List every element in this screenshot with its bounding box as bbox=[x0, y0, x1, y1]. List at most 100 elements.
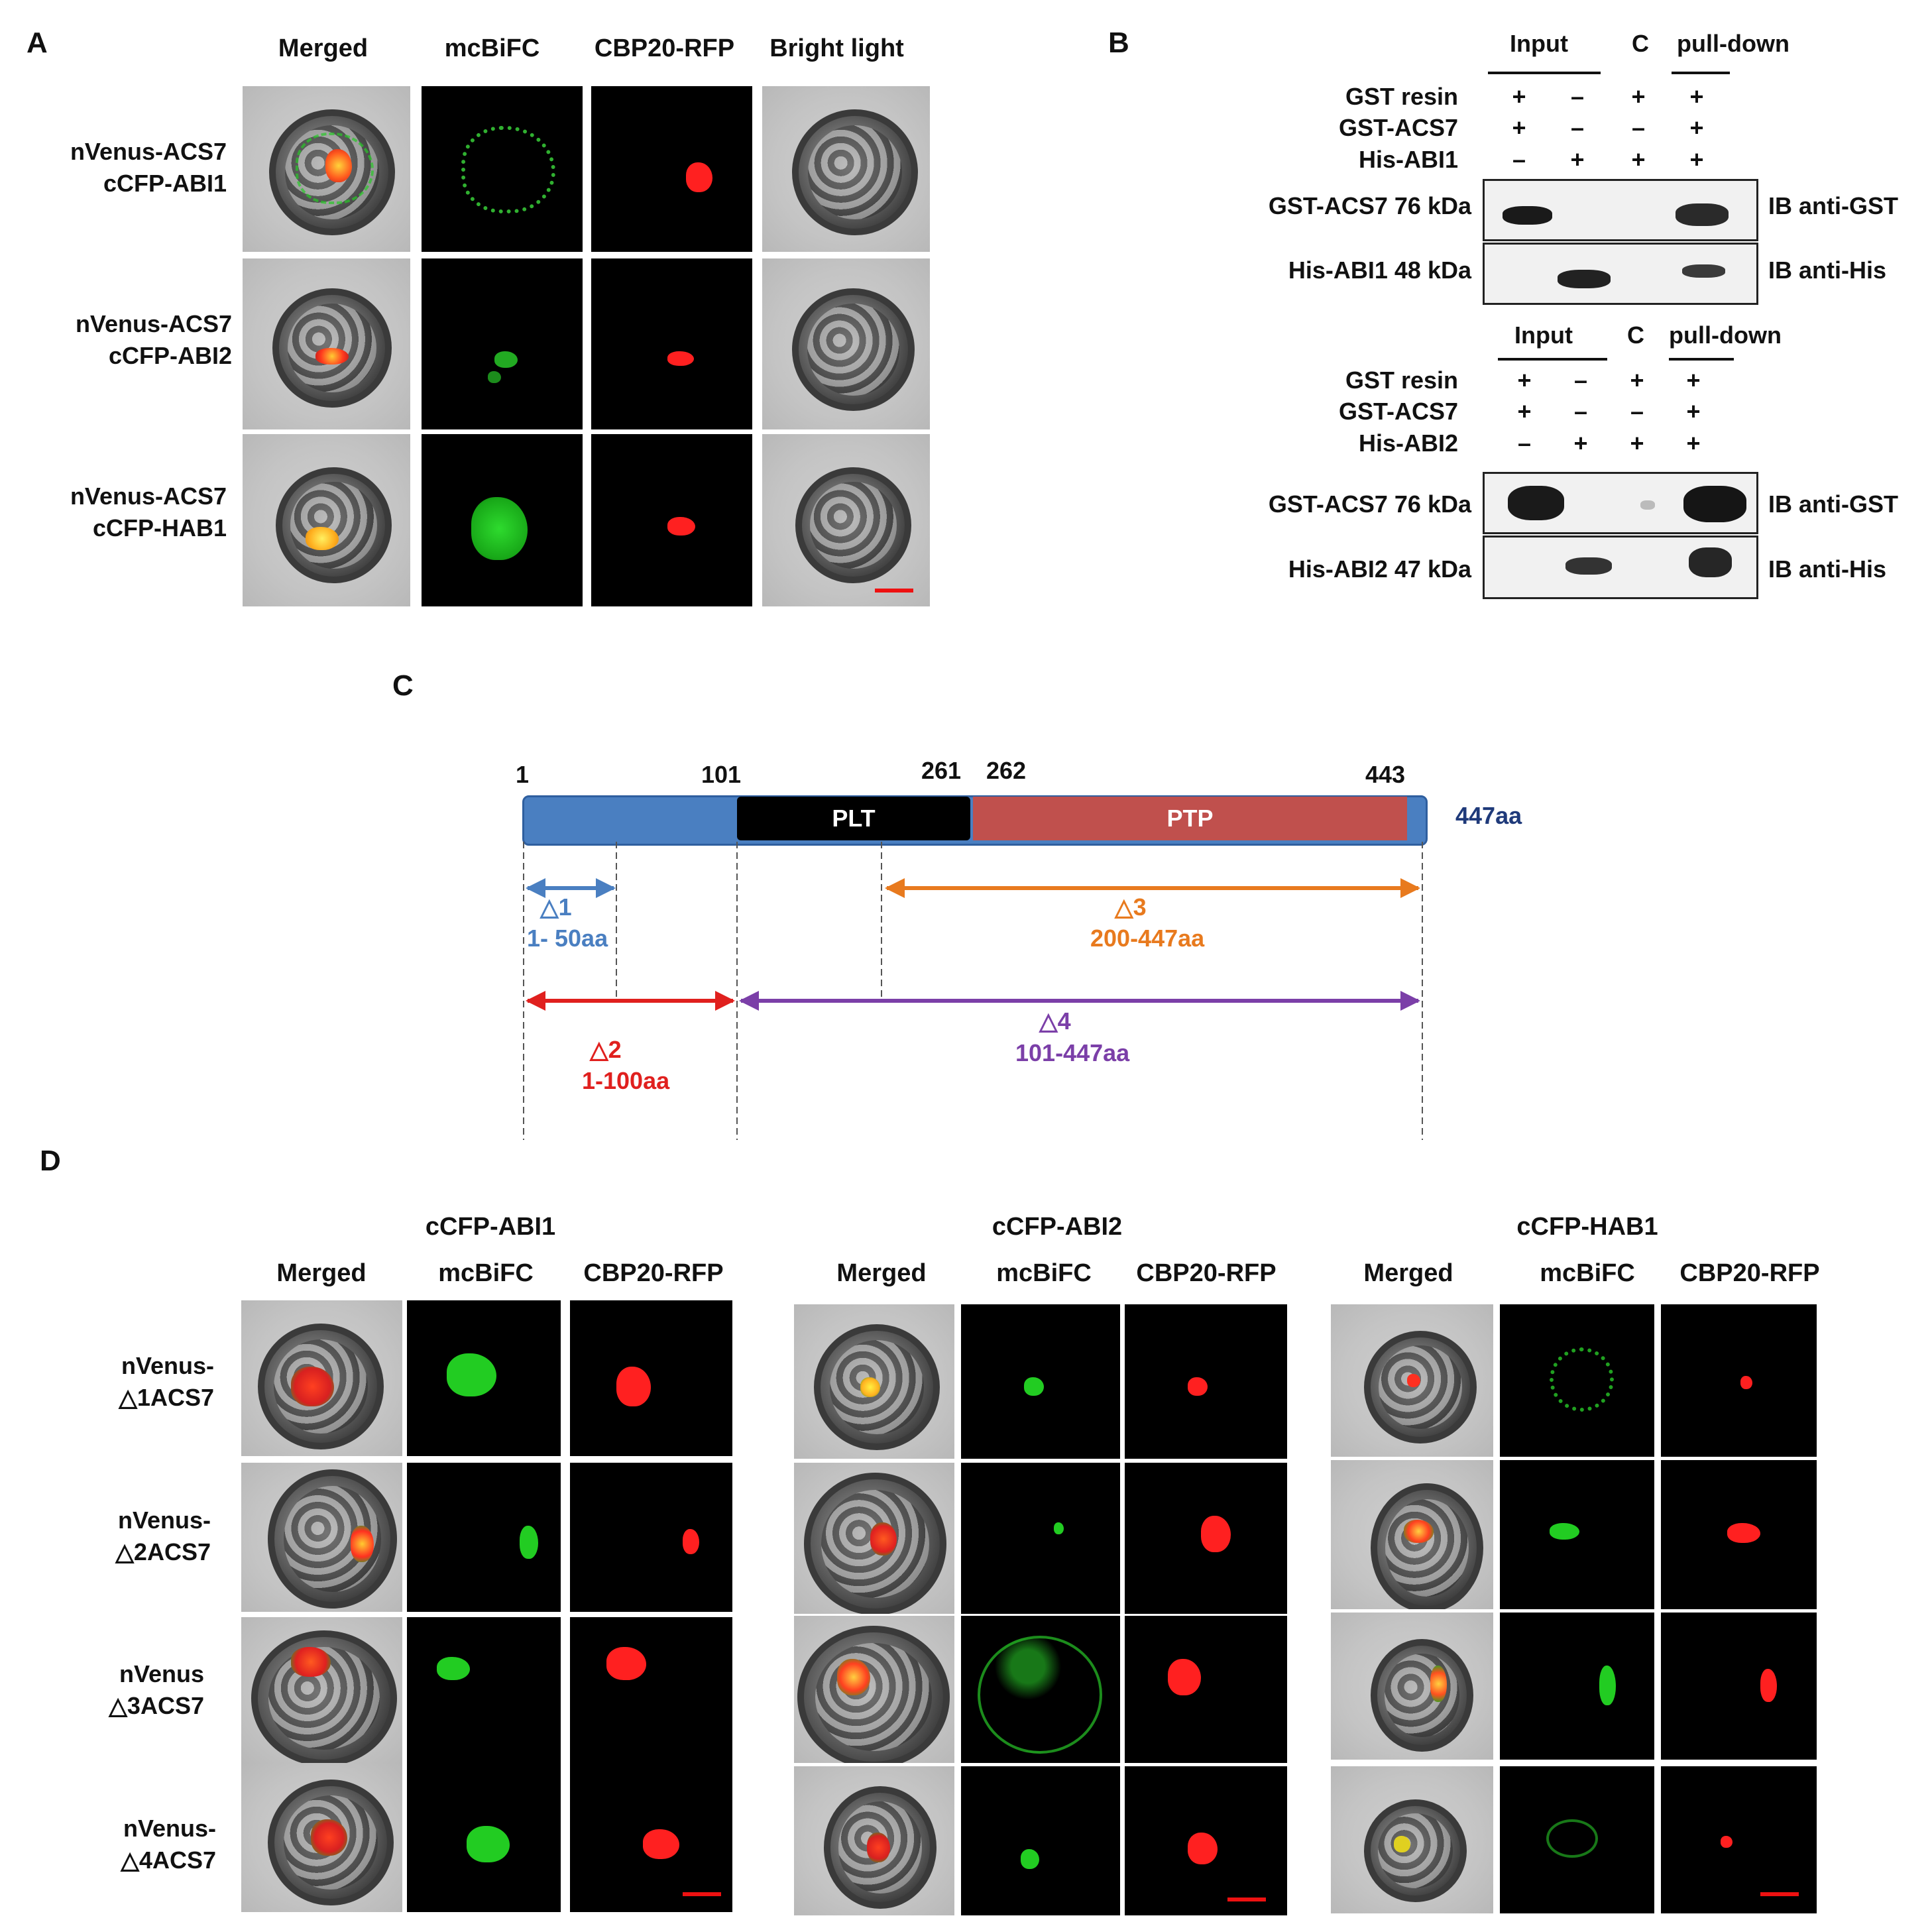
panel-a-header-bright: Bright light bbox=[769, 34, 904, 62]
micrograph-merged bbox=[243, 86, 410, 252]
position-label: 443 bbox=[1365, 761, 1406, 788]
group-pulldown-label: pull-down bbox=[1669, 321, 1782, 349]
western-blot bbox=[1483, 179, 1758, 241]
micrograph-cbp20-rfp bbox=[1125, 1463, 1287, 1614]
lane-symbol: – bbox=[1630, 398, 1644, 425]
ib-label: IB anti-GST bbox=[1768, 192, 1898, 219]
lane-symbol: + bbox=[1512, 83, 1526, 110]
micrograph-mcbifc bbox=[1500, 1304, 1654, 1457]
panel-b-label: B bbox=[1108, 27, 1129, 59]
ib-label: IB anti-His bbox=[1768, 555, 1887, 583]
panel-d-row-label: nVenus△3ACS7 bbox=[109, 1660, 204, 1719]
micrograph-merged bbox=[794, 1616, 954, 1763]
lane-symbol: – bbox=[1631, 114, 1646, 141]
micrograph-cbp20-rfp bbox=[570, 1300, 732, 1456]
blot-label: GST-ACS7 76 kDa bbox=[1268, 192, 1471, 219]
micrograph-cbp20-rfp bbox=[591, 258, 752, 429]
western-blot bbox=[1483, 536, 1758, 599]
lane-symbol: + bbox=[1689, 146, 1704, 173]
panel-d-row-label: nVenus-△2ACS7 bbox=[115, 1506, 211, 1565]
group-underline bbox=[1672, 72, 1730, 74]
micrograph-merged bbox=[241, 1300, 402, 1456]
blot-label: GST-ACS7 76 kDa bbox=[1268, 490, 1471, 518]
micrograph-merged bbox=[243, 258, 410, 429]
lane-symbol: – bbox=[1570, 114, 1585, 141]
position-label: 262 bbox=[986, 757, 1027, 784]
position-label: 101 bbox=[701, 761, 742, 788]
micrograph-mcbifc bbox=[961, 1616, 1120, 1763]
deletion-4-range: 101-447aa bbox=[1015, 1039, 1130, 1066]
western-blot bbox=[1483, 243, 1758, 305]
condition-label: GST-ACS7 bbox=[1338, 114, 1458, 141]
micrograph-cbp20-rfp bbox=[591, 86, 752, 252]
lane-symbol: + bbox=[1573, 429, 1588, 457]
lane-symbol: – bbox=[1573, 367, 1588, 394]
blot-label: His-ABI1 48 kDa bbox=[1288, 256, 1471, 284]
deletion-3-name: △3 bbox=[1115, 893, 1147, 921]
lane-symbol: + bbox=[1630, 429, 1644, 457]
lane-symbol: + bbox=[1631, 83, 1646, 110]
micrograph-mcbifc bbox=[422, 434, 583, 606]
panel-a-header-cbp20: CBP20-RFP bbox=[594, 34, 735, 62]
micrograph-merged bbox=[1331, 1613, 1493, 1760]
micrograph-bright bbox=[762, 258, 930, 429]
deletion-3-range: 200-447aa bbox=[1090, 925, 1205, 952]
position-label: 261 bbox=[921, 757, 962, 784]
group-input-label: Input bbox=[1514, 321, 1573, 349]
panel-c-label: C bbox=[392, 669, 414, 702]
micrograph-merged bbox=[241, 1463, 402, 1612]
group-title: cCFP-HAB1 bbox=[1516, 1213, 1658, 1241]
column-header: CBP20-RFP bbox=[1136, 1259, 1277, 1287]
lane-symbol: + bbox=[1631, 146, 1646, 173]
ib-label: IB anti-GST bbox=[1768, 490, 1898, 518]
position-label: 1 bbox=[516, 761, 530, 788]
micrograph-mcbifc bbox=[1500, 1613, 1654, 1760]
column-header: Merged bbox=[276, 1259, 367, 1287]
lane-symbol: + bbox=[1686, 429, 1701, 457]
deletion-4-name: △4 bbox=[1039, 1007, 1071, 1035]
panel-d-label: D bbox=[40, 1145, 61, 1177]
micrograph-cbp20-rfp bbox=[1661, 1766, 1817, 1913]
micrograph-merged bbox=[794, 1304, 954, 1459]
western-blot bbox=[1483, 472, 1758, 534]
group-control-label: C bbox=[1627, 321, 1644, 349]
micrograph-bright bbox=[762, 86, 930, 252]
lane-symbol: + bbox=[1517, 367, 1532, 394]
group-underline bbox=[1669, 358, 1734, 361]
deletion-2-range: 1-100aa bbox=[582, 1067, 670, 1094]
micrograph-mcbifc bbox=[407, 1463, 561, 1612]
micrograph-mcbifc bbox=[407, 1617, 561, 1763]
scale-bar bbox=[1227, 1898, 1266, 1901]
ib-label: IB anti-His bbox=[1768, 256, 1887, 284]
micrograph-merged bbox=[794, 1463, 954, 1614]
group-pulldown-label: pull-down bbox=[1677, 30, 1790, 57]
micrograph-cbp20-rfp bbox=[591, 434, 752, 606]
panel-a-label: A bbox=[27, 27, 48, 59]
micrograph-cbp20-rfp bbox=[1125, 1616, 1287, 1763]
micrograph-cbp20-rfp bbox=[570, 1617, 732, 1763]
ptp-domain: PTP bbox=[973, 797, 1407, 840]
lane-symbol: + bbox=[1570, 146, 1585, 173]
column-header: mcBiFC bbox=[1540, 1259, 1635, 1287]
group-control-label: C bbox=[1632, 30, 1649, 57]
plt-domain: PLT bbox=[737, 797, 970, 840]
lane-symbol: – bbox=[1573, 398, 1588, 425]
deletion-1-range: 1- 50aa bbox=[527, 925, 608, 952]
micrograph-merged bbox=[1331, 1460, 1493, 1609]
panel-d-row-label: nVenus-△4ACS7 bbox=[121, 1815, 216, 1874]
lane-symbol: + bbox=[1517, 398, 1532, 425]
column-header: Merged bbox=[1363, 1259, 1453, 1287]
panel-a-header-mcbifc: mcBiFC bbox=[444, 34, 540, 62]
micrograph-merged bbox=[241, 1763, 402, 1912]
lane-symbol: – bbox=[1517, 429, 1532, 457]
panel-d-row-label: nVenus-△1ACS7 bbox=[119, 1352, 214, 1411]
group-underline bbox=[1488, 72, 1601, 74]
lane-symbol: + bbox=[1686, 398, 1701, 425]
micrograph-mcbifc bbox=[1500, 1766, 1654, 1913]
scale-bar bbox=[875, 589, 913, 593]
lane-symbol: + bbox=[1686, 367, 1701, 394]
lane-symbol: – bbox=[1570, 83, 1585, 110]
micrograph-merged bbox=[1331, 1304, 1493, 1457]
